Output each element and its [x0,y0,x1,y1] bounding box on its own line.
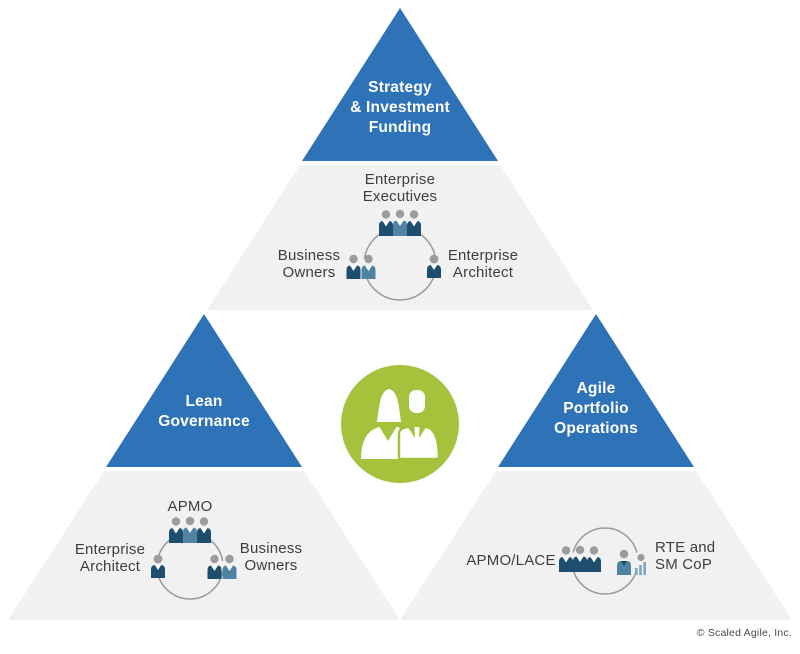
man-woman-icon [341,365,459,483]
strategy-title: Strategy & Investment Funding [350,78,450,138]
apo-title-line2: Portfolio [563,400,629,417]
apmo-label: APMO [167,498,213,515]
agile-portfolio-operations-blue-cap [498,314,694,467]
strategy-blue-cap [302,8,498,161]
copyright-text: © Scaled Agile, Inc. [696,627,792,639]
business-owners-label-top: Business Owners [277,247,341,281]
agile-portfolio-operations-gray-base [400,471,792,620]
people-trio-icon [167,516,213,543]
rte-sm-cop-label: RTE and SM CoP [655,539,716,573]
enterprise-executives-label: Enterprise Executives [362,171,438,205]
lean-governance-title-line1: Lean [185,393,223,410]
lean-governance-title: Lean Governance [158,392,250,432]
people-pair-icon [206,553,238,579]
strategy-connector-circle [363,227,437,301]
apmo-lace-label: APMO/LACE [466,552,556,569]
person-single-icon [150,554,166,578]
business-owners-label-bl: Business Owners [239,540,303,574]
person-chart-icon [615,549,651,575]
lean-governance-connector-circle [156,532,224,600]
people-trio-icon [557,545,603,572]
strategy-title-line2: & Investment [350,99,450,116]
lean-governance-gray-base [8,471,400,620]
strategy-title-line1: Strategy [368,79,432,96]
strategy-title-line3: Funding [368,119,432,136]
agile-portfolio-operations-connector-circle [571,527,639,595]
enterprise-architect-label-top: Enterprise Architect [447,247,519,281]
people-trio-icon [377,209,423,236]
enterprise-architect-label-bl: Enterprise Architect [74,541,146,575]
apo-title-line3: Operations [554,420,638,437]
lean-governance-blue-cap [106,314,302,467]
lean-governance-title-line2: Governance [158,413,250,430]
strategy-gray-base [207,165,593,310]
apo-title-line1: Agile [576,380,616,397]
agile-portfolio-operations-title: Agile Portfolio Operations [554,379,638,439]
lpm-center-icon [341,365,459,483]
person-single-icon [426,254,442,278]
people-pair-icon [345,253,377,279]
